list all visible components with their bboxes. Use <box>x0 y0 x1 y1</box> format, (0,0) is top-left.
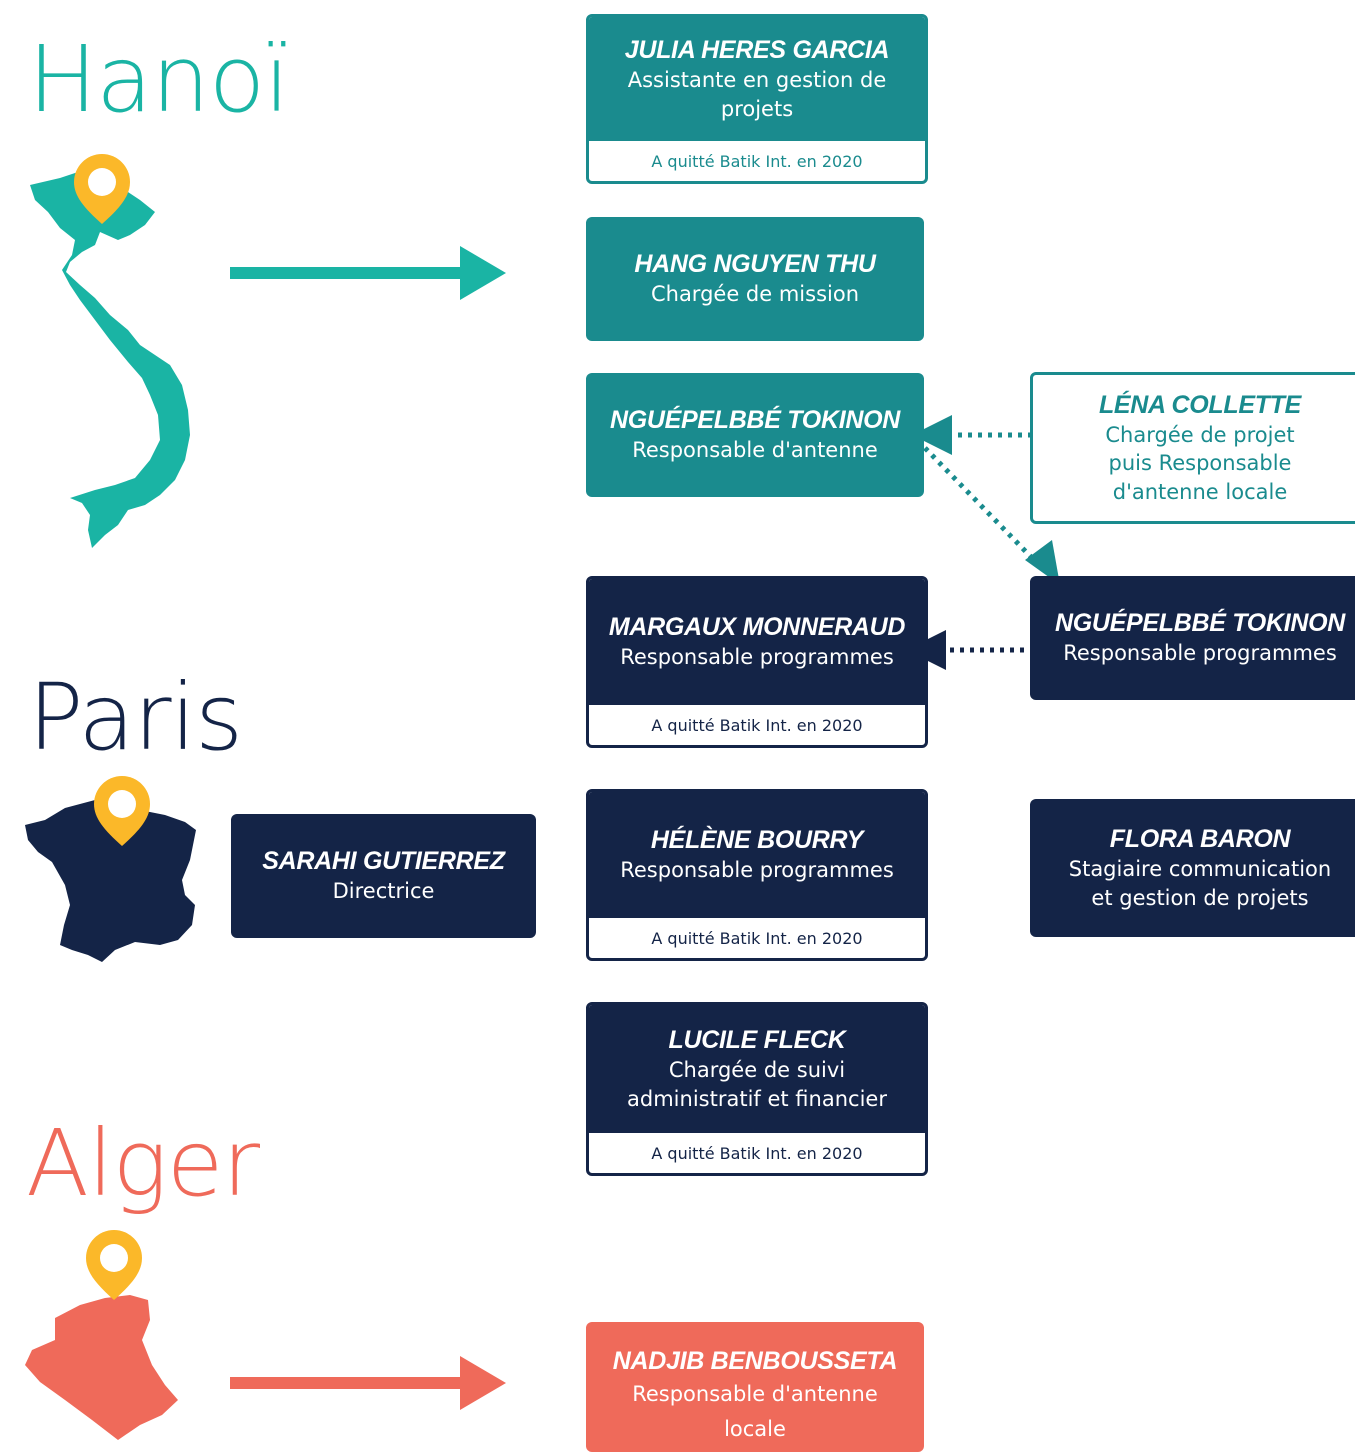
departure-note: A quitté Batik Int. en 2020 <box>651 928 863 948</box>
person-card-nguepelbbe-programmes: NGUÉPELBBÉ TOKINON Responsable programme… <box>1030 576 1355 700</box>
connector-arrow <box>912 415 1030 455</box>
person-name: NADJIB BENBOUSSETA <box>612 1347 898 1375</box>
person-name: HÉLÈNE BOURRY <box>650 826 864 855</box>
person-card-lucile: LUCILE FLECK Chargée de suivi administra… <box>586 1002 928 1176</box>
person-name: JULIA HERES GARCIA <box>624 36 890 65</box>
person-role: Responsable d'antenne locale <box>632 1382 878 1441</box>
location-pin-icon <box>86 1230 142 1300</box>
arrow-right-icon <box>230 246 506 300</box>
person-role: Chargée de mission <box>650 282 860 307</box>
person-name: SARAHI GUTIERREZ <box>262 847 505 876</box>
person-name: LUCILE FLECK <box>668 1026 846 1055</box>
person-card-lena: LÉNA COLLETTE Chargée de projet puis Res… <box>1030 372 1355 524</box>
person-card-julia: JULIA HERES GARCIA Assistante en gestion… <box>586 14 928 184</box>
person-card-flora: FLORA BARON Stagiaire communication et g… <box>1030 799 1355 937</box>
person-role: Responsable programmes <box>1063 641 1337 666</box>
departure-note: A quitté Batik Int. en 2020 <box>651 715 863 735</box>
departure-note: A quitté Batik Int. en 2020 <box>651 151 863 171</box>
person-role: Stagiaire communication et gestion de pr… <box>1068 857 1332 910</box>
departure-note: A quitté Batik Int. en 2020 <box>651 1143 863 1163</box>
france-map-icon <box>25 795 196 962</box>
person-name: NGUÉPELBBÉ TOKINON <box>610 406 900 435</box>
connector-arrow <box>923 446 1060 585</box>
person-role: Directrice <box>332 879 435 904</box>
person-card-helene: HÉLÈNE BOURRY Responsable programmes A q… <box>586 789 928 961</box>
person-role: Responsable programmes <box>620 645 894 670</box>
city-title-alger: Alger <box>26 1110 260 1217</box>
arrow-right-icon <box>230 1356 506 1410</box>
person-card-nguepelbbe-antenne: NGUÉPELBBÉ TOKINON Responsable d'antenne <box>586 373 924 497</box>
person-role: Chargée de suivi administratif et financ… <box>627 1058 887 1111</box>
person-name: MARGAUX MONNERAUD <box>608 613 906 642</box>
algeria-map-icon <box>25 1295 178 1440</box>
person-card-margaux: MARGAUX MONNERAUD Responsable programmes… <box>586 576 928 748</box>
person-name: LÉNA COLLETTE <box>1098 390 1302 419</box>
person-card-hang: HANG NGUYEN THU Chargée de mission <box>586 217 924 341</box>
person-role: Assistante en gestion de projets <box>627 68 887 121</box>
person-name: NGUÉPELBBÉ TOKINON <box>1055 609 1345 638</box>
person-name: HANG NGUYEN THU <box>634 250 876 279</box>
person-role: Responsable programmes <box>620 858 894 883</box>
person-role: Responsable d'antenne <box>632 438 878 463</box>
person-name: FLORA BARON <box>1109 825 1291 854</box>
person-card-sarahi: SARAHI GUTIERREZ Directrice <box>231 814 536 938</box>
person-card-nadjib: NADJIB BENBOUSSETA Responsable d'antenne… <box>586 1322 924 1452</box>
city-title-hanoi: Hanoï <box>28 26 290 133</box>
city-title-paris: Paris <box>28 664 243 771</box>
vietnam-map-icon <box>30 172 190 548</box>
person-role: Chargée de projet puis Responsable d'ant… <box>1105 423 1295 504</box>
